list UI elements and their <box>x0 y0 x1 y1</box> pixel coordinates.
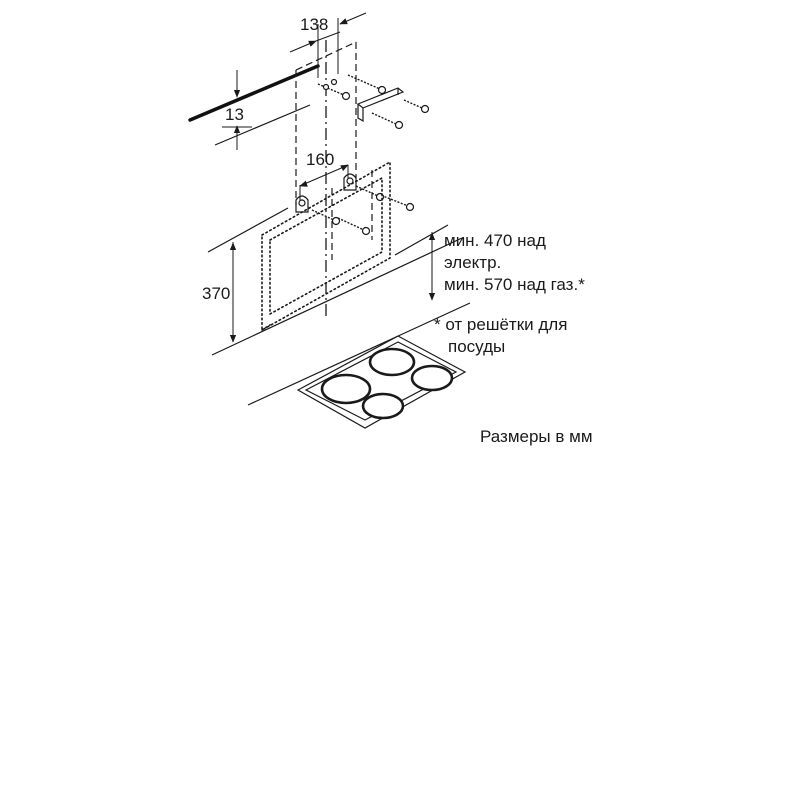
note-units: Размеры в мм <box>480 427 593 446</box>
ceiling-line <box>188 64 320 146</box>
chimney-outline <box>295 41 373 260</box>
note-footnote-2: посуды <box>448 337 505 356</box>
dimension-138-label: 138 <box>300 15 328 34</box>
note-footnote-1: * от решётки для <box>434 315 567 334</box>
dimension-13-label: 13 <box>225 105 244 124</box>
burner-back-left <box>368 347 416 377</box>
hood-outline <box>261 160 391 332</box>
dimension-138: 138 <box>289 12 367 78</box>
top-wall-bracket <box>356 87 405 123</box>
dimension-13: 13 <box>222 70 252 150</box>
dimension-370: 370 <box>202 242 237 343</box>
note-min-electric-2: электр. <box>444 253 501 272</box>
hood-brackets <box>295 173 357 213</box>
top-screws <box>317 74 430 130</box>
dimension-160: 160 <box>299 150 349 205</box>
burner-front-right <box>361 392 405 420</box>
hood-screws <box>311 185 415 236</box>
burner-front-left <box>320 373 372 405</box>
burner-back-right <box>410 364 454 392</box>
note-min-gas: мин. 570 над газ.* <box>444 275 585 294</box>
dimension-370-label: 370 <box>202 284 230 303</box>
cooktop <box>296 335 467 429</box>
notes: мин. 470 над электр. мин. 570 над газ.* … <box>434 231 593 446</box>
dimension-160-label: 160 <box>306 150 334 169</box>
note-min-electric-1: мин. 470 над <box>444 231 546 250</box>
wall-lines <box>207 207 471 406</box>
